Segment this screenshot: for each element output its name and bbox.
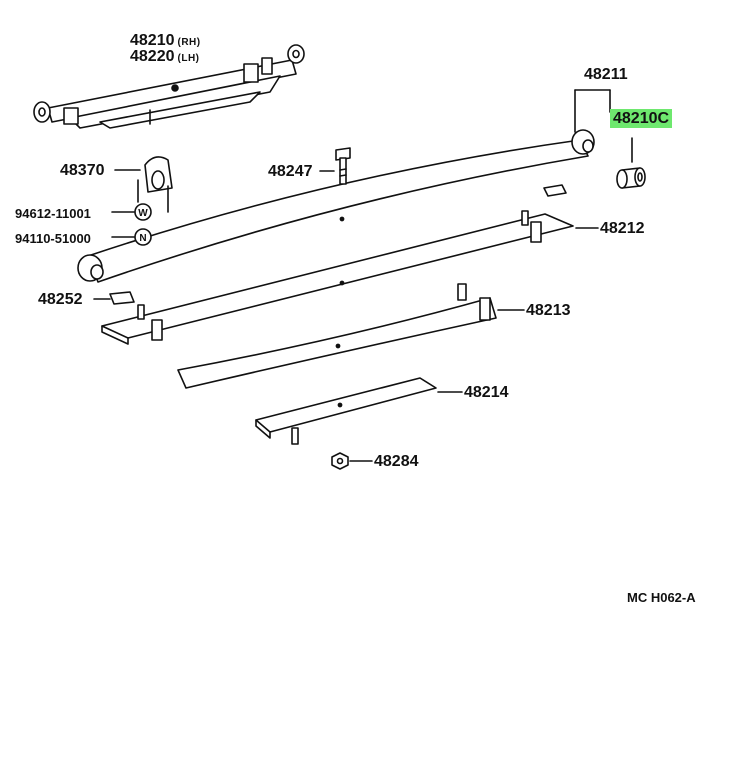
washer-symbol-letter: W	[138, 208, 148, 219]
label-48220: 48220(LH)	[130, 48, 200, 68]
diagram-code: MC H062-A	[627, 590, 696, 605]
label-94110-51000: 94110-51000	[15, 231, 91, 246]
spring-rh-number: 48210	[130, 32, 175, 49]
label-48212: 48212	[600, 220, 645, 237]
bracket-icon	[114, 156, 173, 213]
spring-lh-qualifier: (LH)	[177, 53, 200, 64]
spring-lh-number: 48220	[130, 48, 175, 65]
highlighted-part-number: 48210C	[610, 109, 673, 128]
leaf-no2-icon	[101, 210, 574, 345]
pad-icon	[543, 184, 567, 197]
label-48210c: 48210C	[610, 109, 673, 128]
spring-rh-qualifier: (RH)	[177, 37, 201, 48]
center-nut-icon	[331, 452, 349, 470]
label-48370: 48370	[60, 162, 105, 179]
label-48252: 48252	[38, 291, 83, 308]
label-48284: 48284	[374, 453, 419, 470]
nut-symbol-icon	[134, 228, 152, 246]
nut-symbol-letter: N	[139, 233, 146, 244]
label-48211: 48211	[584, 66, 628, 83]
spring-assembly-icon	[33, 44, 305, 129]
washer-symbol-icon	[134, 203, 152, 221]
center-bolt-icon	[319, 147, 351, 185]
bushing-icon	[616, 137, 646, 189]
label-48213: 48213	[526, 302, 571, 319]
label-48210: 48210(RH)	[130, 32, 201, 52]
label-48214: 48214	[464, 384, 509, 401]
label-94612-11001: 94612-11001	[15, 206, 91, 221]
leaf-no1-icon	[77, 129, 595, 283]
insulator-icon	[109, 291, 135, 305]
label-48247: 48247	[268, 163, 313, 180]
leaf-no3-icon	[177, 283, 497, 389]
leaf-no4-icon	[255, 377, 437, 445]
